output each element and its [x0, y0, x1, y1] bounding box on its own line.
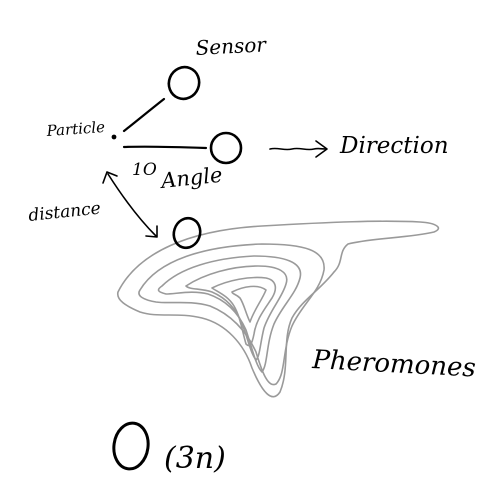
direction-arrow	[269, 140, 328, 158]
pheromone-contour-3	[157, 255, 302, 373]
pheromone-contour-5	[211, 276, 277, 347]
direction-label: Direction	[339, 133, 449, 159]
pheromones-label: Pheromones	[311, 345, 477, 384]
distance-arrow-shaft	[107, 173, 157, 237]
pheromone-trail	[116, 220, 440, 398]
distance-arrow	[102, 171, 158, 238]
particle-assembly	[111, 65, 243, 250]
left-sensor-arm	[122, 97, 166, 133]
center-sensor-arm	[122, 145, 208, 150]
sensor-count-label: (3n)	[164, 441, 226, 476]
pheromone-contour-4	[185, 265, 288, 361]
pheromone-contour-inner	[231, 285, 267, 323]
pheromone-contour-outer	[116, 220, 440, 398]
center-sensor-circle	[209, 131, 243, 165]
particle-label: Particle	[45, 118, 106, 140]
sensor-count-circle	[112, 421, 150, 471]
direction-arrow-shaft	[269, 147, 327, 151]
distance-arrowhead-bottom	[145, 225, 158, 238]
angle-mark-label: 1O	[132, 160, 157, 180]
left-sensor-circle	[167, 65, 201, 101]
sensor-label: Sensor	[195, 32, 268, 60]
particle-dot	[111, 134, 117, 140]
distance-label: distance	[27, 198, 101, 225]
pheromone-contour-2	[138, 243, 325, 386]
direction-arrowhead	[315, 140, 328, 158]
distance-arrowhead-top	[102, 171, 118, 184]
angle-label: Angle	[158, 163, 223, 193]
right-sensor-circle	[172, 216, 202, 250]
